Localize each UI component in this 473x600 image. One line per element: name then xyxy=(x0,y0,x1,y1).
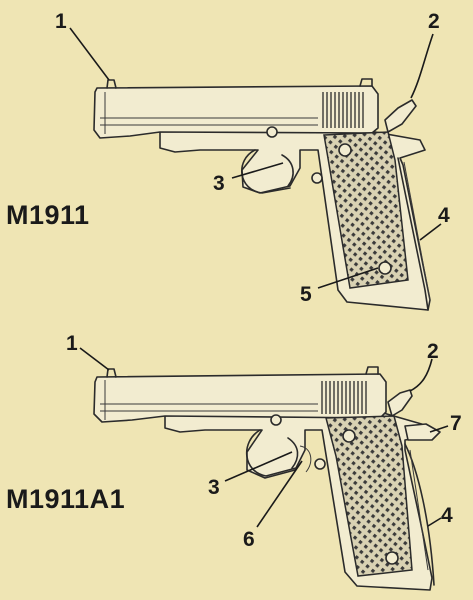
model-label-m1911: M1911 xyxy=(6,200,90,230)
callouts-top: 1 2 3 4 5 xyxy=(55,10,450,306)
callout-top-1: 1 xyxy=(55,10,67,33)
m1911-trigger-guard xyxy=(240,149,291,194)
callout-bottom-2: 2 xyxy=(427,340,439,363)
callout-leaders-top xyxy=(69,27,442,289)
m1911-trigger xyxy=(281,154,294,187)
m1911a1-grip-safety xyxy=(404,423,441,441)
m1911a1-slide-serrations xyxy=(321,381,367,414)
callouts-bottom: 1 2 7 3 6 4 xyxy=(66,332,462,551)
callout-bottom-4: 4 xyxy=(441,504,453,527)
callout-bottom-3: 3 xyxy=(208,476,220,499)
callout-top-5: 5 xyxy=(300,283,312,306)
callout-top-4: 4 xyxy=(438,204,450,227)
m1911-grip-panel xyxy=(323,131,409,289)
m1911a1-trigger-guard xyxy=(245,429,297,477)
m1911a1-trigger xyxy=(287,437,299,469)
m1911-hammer xyxy=(384,99,417,133)
m1911a1-hammer xyxy=(387,389,413,417)
callout-bottom-7: 7 xyxy=(450,412,462,435)
model-label-m1911a1: M1911A1 xyxy=(6,484,126,514)
pistol-m1911-drawing xyxy=(93,78,431,311)
m1911a1-grip-panel xyxy=(325,415,413,577)
callout-leaders-bottom xyxy=(79,347,449,528)
pistol-m1911a1-drawing xyxy=(93,366,441,591)
callout-bottom-6: 6 xyxy=(243,528,255,551)
callout-bottom-1: 1 xyxy=(66,332,78,355)
m1911a1-slide xyxy=(93,373,387,423)
callout-top-2: 2 xyxy=(428,10,440,33)
m1911-slide-serrations xyxy=(322,92,364,128)
callout-top-3: 3 xyxy=(213,172,225,195)
